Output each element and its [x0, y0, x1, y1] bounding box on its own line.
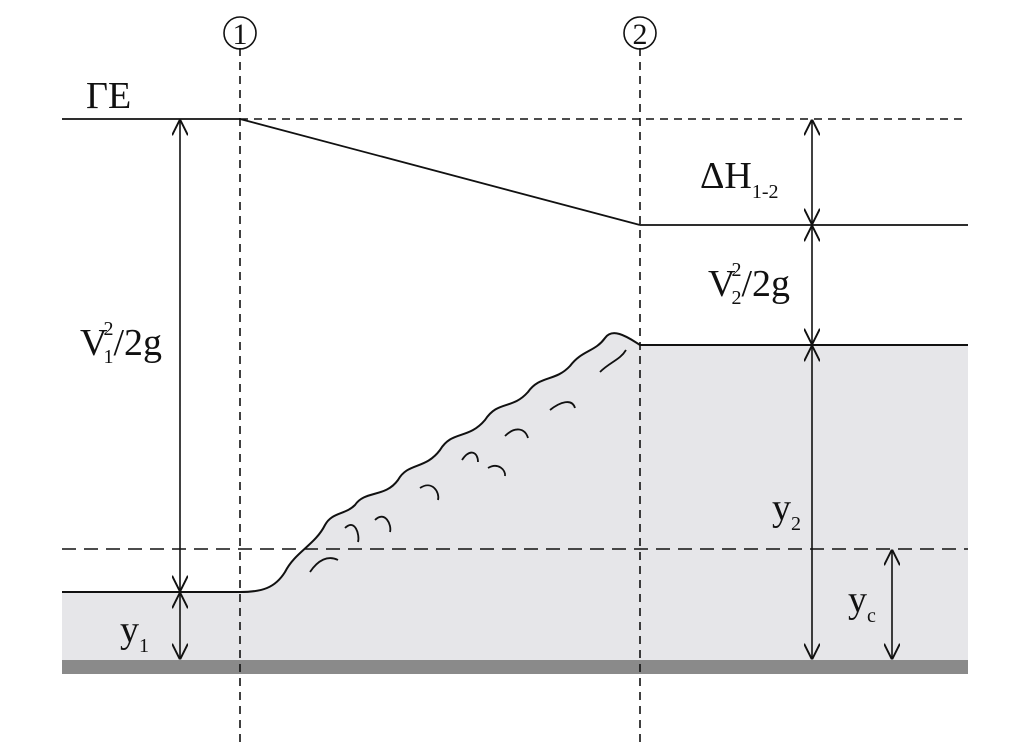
head-loss-label: ΔH1-2: [700, 155, 779, 203]
section-1-label: 1: [233, 18, 248, 51]
turbulence-marks: [309, 349, 627, 573]
section-2-marker: [623, 16, 657, 50]
section-2-label: 2: [633, 18, 648, 51]
critical-depth-label: yc: [848, 579, 876, 627]
energy-line-sloped: [239, 118, 641, 226]
depth-1-label: y1: [120, 609, 149, 657]
channel-bed: [62, 660, 968, 674]
jump-roller-surface: [239, 332, 641, 593]
section-1-marker: [223, 16, 257, 50]
velocity-head-2-label: V22/2g: [708, 259, 790, 309]
velocity-head-1-label: V12/2g: [80, 318, 162, 368]
energy-line-label: ΓE: [86, 75, 131, 117]
water-region: [62, 333, 968, 660]
depth-2-label: y2: [772, 487, 801, 535]
